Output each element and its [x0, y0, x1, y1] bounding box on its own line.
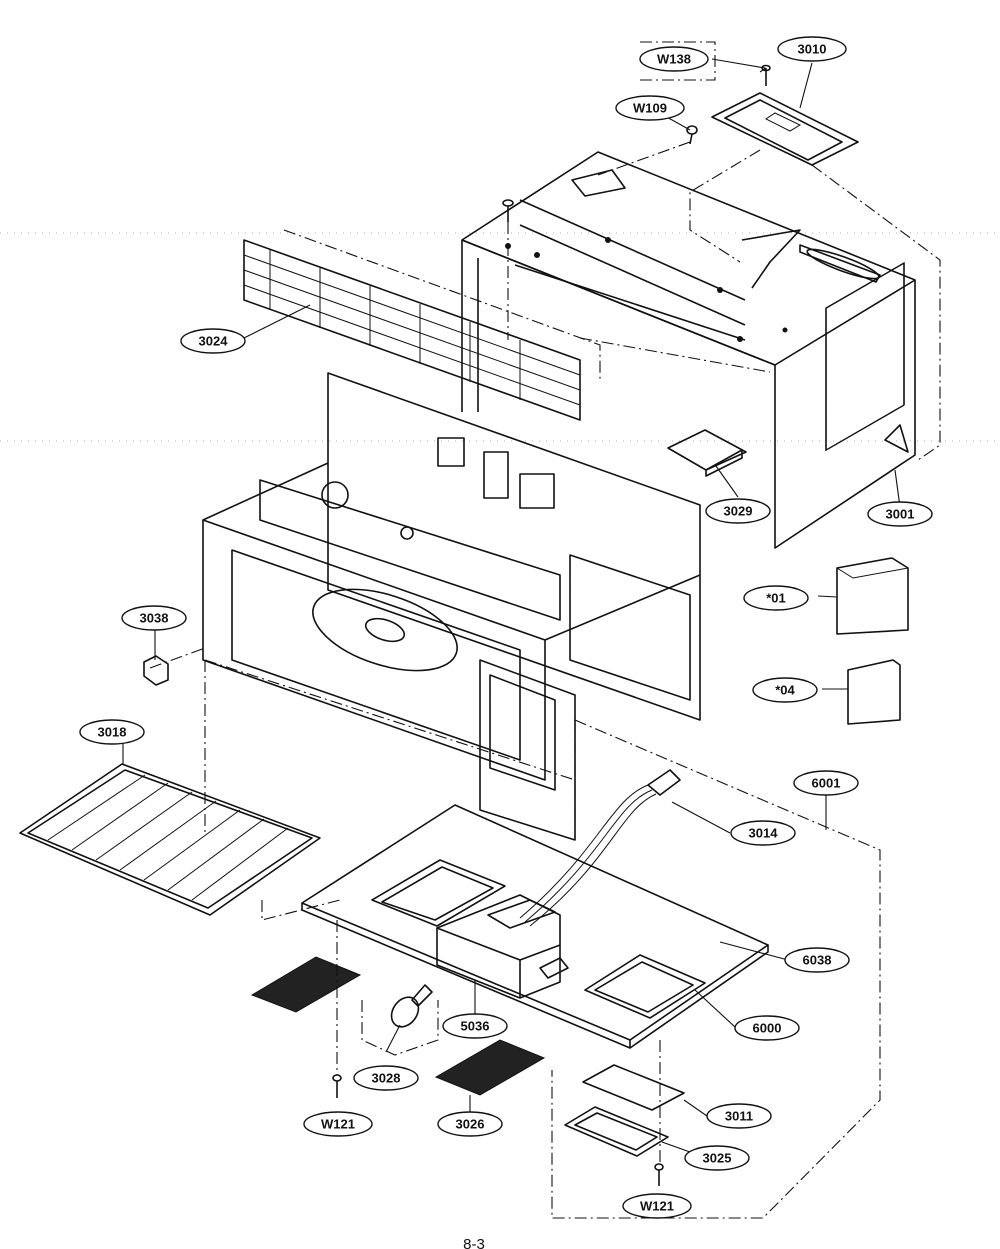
- callout-label: 3029: [724, 504, 753, 519]
- callout-3010: 3010: [777, 36, 847, 62]
- manual-04-part: [847, 659, 901, 725]
- bracket-3029-part: [667, 429, 747, 477]
- outer-cabinet-part: [461, 151, 916, 549]
- inner-cavity-part: [202, 372, 701, 841]
- callout-label: 3024: [199, 334, 229, 349]
- callout-label: 3001: [886, 507, 915, 522]
- callout-label: W138: [657, 52, 691, 67]
- screw-w121-right-part: [654, 1163, 664, 1186]
- callout-3014: 3014: [730, 820, 796, 846]
- grille-part: [243, 239, 581, 421]
- callout-3026: 3026: [437, 1111, 503, 1137]
- callout-w109: W109: [615, 95, 685, 121]
- latch-3038-part: [143, 655, 169, 686]
- assembly-lines: [149, 41, 941, 1219]
- callout-04: *04: [752, 677, 818, 703]
- lamp-frame-3025-part: [564, 1106, 669, 1157]
- callout-label: W121: [640, 1199, 674, 1214]
- oven-rack-part: [19, 763, 321, 916]
- manual-01-part: [836, 557, 909, 635]
- callout-w121-left: W121: [303, 1111, 373, 1137]
- callout-3011: 3011: [706, 1103, 772, 1129]
- screw-top-left-part: [502, 199, 514, 222]
- callout-3028: 3028: [353, 1065, 419, 1091]
- callout-3001: 3001: [867, 501, 933, 527]
- screw-w121-left-part: [332, 1074, 342, 1098]
- callout-6000: 6000: [734, 1015, 800, 1041]
- callout-w138: W138: [639, 46, 709, 72]
- callout-label: 5036: [461, 1019, 490, 1034]
- callout-label: 3014: [749, 826, 779, 841]
- callout-w121-right: W121: [622, 1193, 692, 1219]
- callout-label: 3038: [140, 611, 169, 626]
- page-number: 8-3: [463, 1236, 485, 1249]
- callout-label: W109: [633, 101, 667, 116]
- screw-w109-part: [686, 125, 698, 145]
- grease-filter-3026-part: [434, 1039, 546, 1096]
- callout-label: *01: [766, 591, 786, 606]
- callout-label: 3026: [456, 1117, 485, 1132]
- wire-harness-part: [519, 769, 681, 927]
- callout-3024: 3024: [180, 328, 246, 354]
- lamp-cover-3011-part: [582, 1064, 685, 1111]
- callout-3018: 3018: [79, 719, 145, 745]
- callout-label: 6000: [753, 1021, 782, 1036]
- lamp-3028-part: [390, 984, 433, 1028]
- callout-5036: 5036: [442, 1013, 508, 1039]
- callout-label: 6001: [812, 776, 841, 791]
- callout-label: 3018: [98, 725, 127, 740]
- callout-3025: 3025: [684, 1145, 750, 1171]
- callout-label: *04: [775, 683, 795, 698]
- callout-label: 3011: [725, 1109, 753, 1124]
- callout-label: 3025: [703, 1151, 732, 1166]
- callout-3029: 3029: [705, 498, 771, 524]
- callout-label: 3010: [798, 42, 827, 57]
- callout-01: *01: [743, 585, 809, 611]
- callout-3038: 3038: [121, 605, 187, 631]
- callout-6001: 6001: [793, 770, 859, 796]
- callout-label: 6038: [803, 953, 832, 968]
- callout-6038: 6038: [784, 947, 850, 973]
- callout-label: 3028: [372, 1071, 401, 1086]
- grease-filter-left-part: [250, 956, 362, 1013]
- callout-label: W121: [321, 1117, 355, 1132]
- base-plate-part: [301, 804, 769, 1049]
- top-plate-part: [711, 92, 859, 166]
